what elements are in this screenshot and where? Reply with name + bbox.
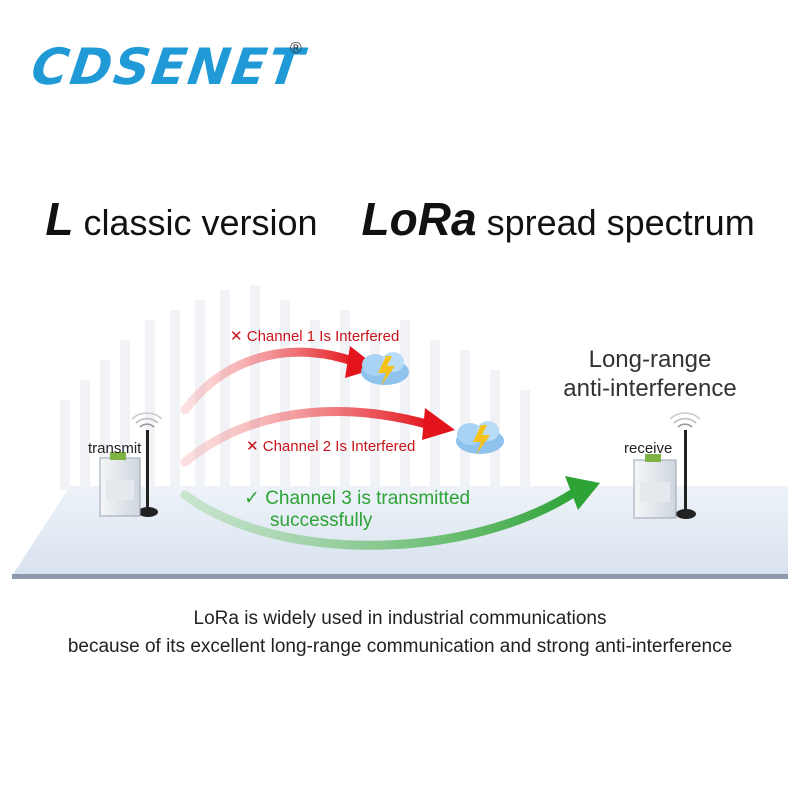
headline-lora-text: spread spectrum [486, 202, 755, 243]
check-mark-icon: ✓ [244, 488, 260, 509]
transmission-diagram [12, 285, 788, 579]
footer-line1: LoRa is widely used in industrial commun… [193, 608, 607, 629]
interference-cloud-2 [456, 421, 504, 455]
headline-lora-word: LoRa [361, 193, 477, 245]
transmit-device [99, 412, 163, 517]
transmit-label: transmit [88, 440, 142, 457]
channel2-text: Channel 2 Is Interfered [262, 438, 416, 455]
long-range-line1: Long-range [588, 346, 712, 373]
channel2-arrow [180, 407, 435, 467]
interference-cloud-1 [361, 352, 409, 386]
channel1-arrow [180, 347, 360, 415]
long-range-note: Long-range anti-interference [540, 345, 760, 404]
fail-mark-icon: ✕ [230, 328, 243, 345]
fail-mark-icon: ✕ [246, 438, 259, 455]
channel3-status: ✓ Channel 3 is transmitted successfully [244, 488, 470, 532]
channel2-status: ✕ Channel 2 Is Interfered [246, 437, 415, 455]
channel3-text-line1: Channel 3 is transmitted [265, 488, 471, 509]
headline-l-letter: L [45, 193, 74, 245]
footer-line2: because of its excellent long-range comm… [67, 636, 733, 657]
channel3-arrow [180, 487, 580, 550]
channel1-text: Channel 1 Is Interfered [246, 328, 400, 345]
receive-device [633, 412, 701, 519]
long-range-line2: anti-interference [563, 375, 737, 403]
channel3-text-line2: successfully [270, 509, 373, 531]
channel1-status: ✕ Channel 1 Is Interfered [230, 327, 399, 345]
brand-logo: CDSENET [27, 38, 309, 96]
registered-mark: ® [290, 40, 302, 57]
headline-l-text: classic version [83, 202, 318, 243]
receive-label: receive [624, 440, 673, 457]
headline: L classic version LoRa spread spectrum [0, 192, 800, 246]
